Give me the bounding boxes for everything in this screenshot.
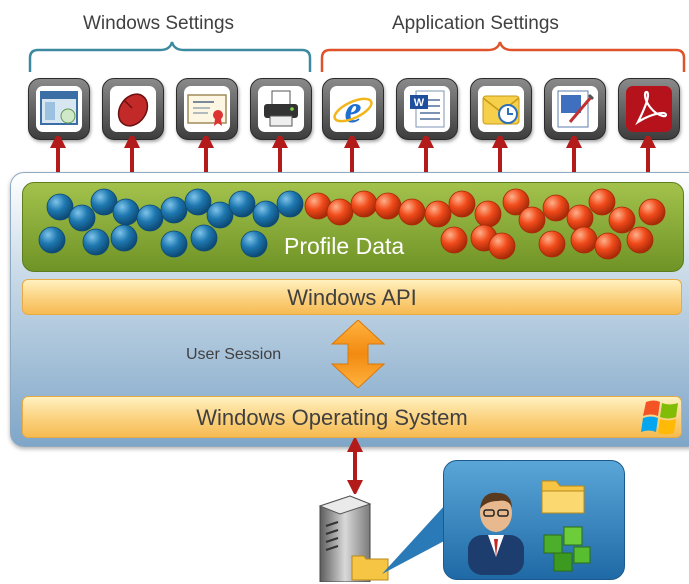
- outlook-icon[interactable]: [470, 78, 532, 140]
- callout-pointer: [382, 504, 446, 574]
- user-avatar-icon: [468, 492, 524, 575]
- profile-bubbles: [38, 188, 666, 260]
- group-brackets: [28, 41, 686, 72]
- server-icon: [318, 495, 389, 582]
- orange-bubbles: [304, 188, 666, 260]
- printer-icon[interactable]: [250, 78, 312, 140]
- user-session-arrow: [330, 320, 386, 388]
- operating-system-label: Windows Operating System: [196, 405, 468, 430]
- certificate-icon[interactable]: [176, 78, 238, 140]
- mouse-icon[interactable]: [102, 78, 164, 140]
- window-icon[interactable]: [28, 78, 90, 140]
- windows-settings-bracket: [28, 41, 312, 72]
- blue-bubbles: [38, 188, 304, 258]
- windows-api-bar: Windows API: [22, 279, 682, 315]
- profile-data-label: Profile Data: [284, 233, 405, 259]
- svg-text:W: W: [414, 97, 425, 109]
- user-session-label: User Session: [186, 346, 282, 363]
- operating-system-bar: Windows Operating System: [22, 396, 682, 438]
- internet-explorer-icon[interactable]: e: [322, 78, 384, 140]
- server-arrow: [347, 438, 363, 494]
- folder-icon: [541, 480, 585, 514]
- acrobat-icon[interactable]: [618, 78, 680, 140]
- windows-logo-icon: [641, 400, 678, 435]
- word-icon[interactable]: W: [396, 78, 458, 140]
- application-settings-label: Application Settings: [392, 13, 559, 34]
- user-profile-callout: [443, 460, 625, 580]
- windows-api-label: Windows API: [287, 285, 417, 310]
- windows-settings-label: Windows Settings: [83, 13, 235, 34]
- user-profile-contents: [468, 480, 591, 575]
- visio-icon[interactable]: [544, 78, 606, 140]
- registry-cubes-icon: [543, 526, 591, 572]
- application-settings-bracket: [320, 41, 686, 72]
- svg-text:e: e: [345, 89, 362, 131]
